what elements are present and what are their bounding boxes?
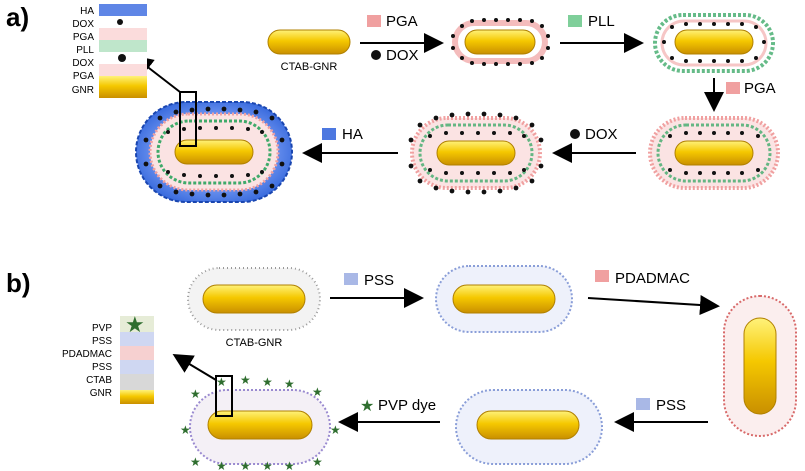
layer-a-3: PLL: [76, 45, 94, 56]
layer-b-4: CTAB: [86, 375, 112, 386]
pll-swatch: [568, 15, 582, 27]
step-b1-label: PSS: [364, 272, 394, 289]
svg-text:★: ★: [180, 423, 191, 437]
rod-b-start-label: CTAB-GNR: [226, 337, 283, 349]
layer-a-4: DOX: [72, 58, 94, 69]
zoom-arrow-b: [172, 353, 217, 381]
rod-a5: [408, 111, 544, 195]
rod-b-start: [187, 267, 321, 331]
rod-a3: [653, 13, 775, 73]
layer-a-6: GNR: [72, 85, 94, 96]
pga-swatch-a3: [726, 82, 740, 94]
rod-b4: [455, 389, 603, 465]
arrow-b2: [587, 295, 720, 315]
layer-a-5: PGA: [73, 71, 94, 82]
svg-text:★: ★: [262, 459, 273, 471]
layer-b-3: PSS: [92, 362, 112, 373]
layer-strip-b: ★: [120, 312, 154, 404]
step-a4-label: DOX: [585, 126, 618, 143]
layer-a-1: DOX: [72, 19, 94, 30]
svg-text:★: ★: [240, 373, 251, 387]
layer-a-0: HA: [80, 6, 94, 17]
layer-a-2: PGA: [73, 32, 94, 43]
rod-a4: [648, 116, 780, 190]
layer-b-1: PSS: [92, 336, 112, 347]
svg-text:★: ★: [330, 423, 341, 437]
ha-swatch: [322, 128, 336, 140]
svg-text:★: ★: [216, 459, 227, 471]
pss-swatch-b3: [636, 398, 650, 410]
rod-b5-final: ★ ★ ★ ★ ★ ★ ★ ★ ★ ★ ★ ★ ★ ★: [180, 373, 341, 471]
svg-text:★: ★: [312, 385, 323, 399]
rod-a-start-label: CTAB-GNR: [281, 61, 338, 73]
svg-text:★: ★: [125, 312, 145, 337]
step-a5-label: HA: [342, 126, 363, 143]
step-a2-label: PLL: [588, 13, 615, 30]
rod-a2: [451, 18, 550, 66]
zoom-box-a: [179, 91, 197, 147]
svg-text:★: ★: [284, 459, 295, 471]
rod-a6-final: [135, 91, 293, 203]
layer-b-2: PDADMAC: [62, 349, 112, 360]
svg-text:★: ★: [284, 377, 295, 391]
svg-text:★: ★: [312, 455, 323, 469]
step-a1-bottom-label: DOX: [386, 47, 419, 64]
dox-dot-a4: [570, 129, 580, 139]
step-a1-top-label: PGA: [386, 13, 418, 30]
svg-text:★: ★: [262, 375, 273, 389]
panel-b-label: b): [6, 268, 31, 298]
rod-b3: [723, 295, 797, 437]
zoom-box-b: [215, 375, 233, 417]
pvp-star-icon: ★: [360, 398, 374, 415]
rod-b2: [435, 265, 573, 333]
dox-dot-a1: [371, 50, 381, 60]
step-b2-label: PDADMAC: [615, 270, 690, 287]
layer-b-0: PVP: [92, 323, 112, 334]
svg-text:★: ★: [190, 387, 201, 401]
pss-swatch-b1: [344, 273, 358, 285]
rod-a-start: [267, 29, 351, 55]
pdadmac-swatch: [595, 270, 609, 282]
step-a3-label: PGA: [744, 80, 776, 97]
layer-b-5: GNR: [90, 388, 112, 399]
layer-strip-a: [99, 4, 147, 98]
step-b4-label: PVP dye: [378, 397, 436, 414]
step-b3-label: PSS: [656, 397, 686, 414]
pga-swatch-a1: [367, 15, 381, 27]
svg-text:★: ★: [190, 455, 201, 469]
panel-a-label: a): [6, 2, 29, 32]
svg-text:★: ★: [216, 375, 227, 389]
svg-text:★: ★: [240, 459, 251, 471]
